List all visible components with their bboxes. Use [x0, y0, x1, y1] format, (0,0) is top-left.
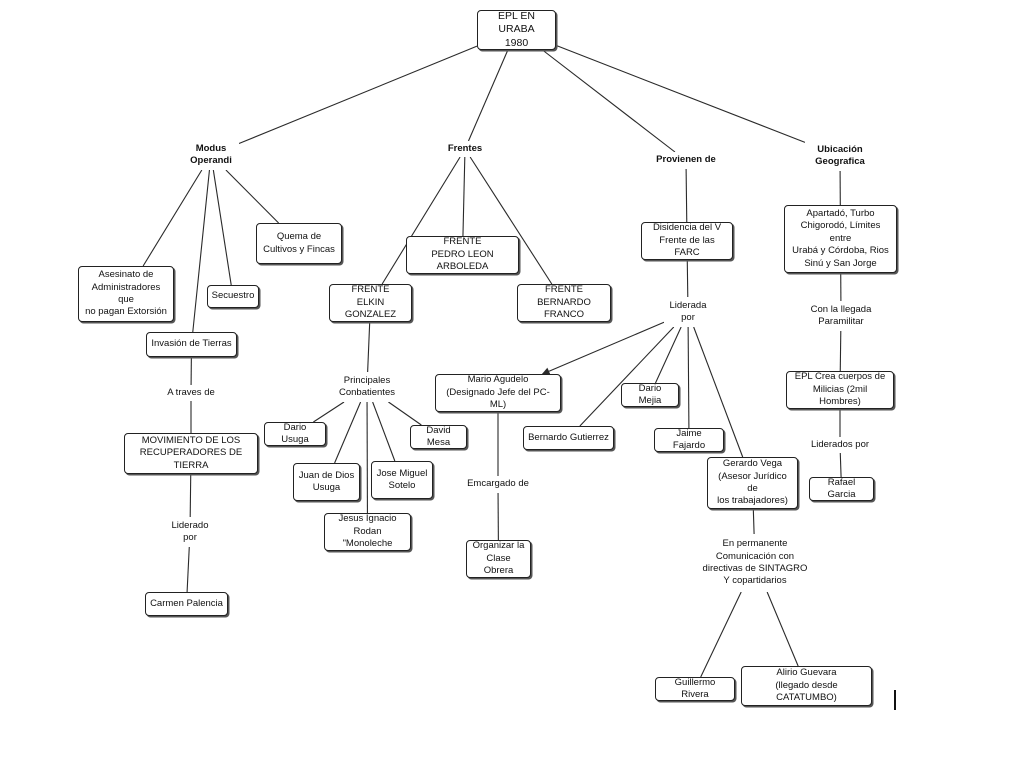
connector-en_permanente-alirio — [766, 591, 799, 667]
connector-provienen-disidencia — [685, 168, 688, 223]
connector-liderada_por-mario — [541, 321, 665, 375]
rafael-garcia-node: Rafael Garcia — [809, 477, 874, 501]
principales-combatientes-label: Principales Conbatientes — [335, 372, 399, 402]
frente-bernardo-franco-node: FRENTE BERNARDO FRANCO — [517, 284, 611, 322]
emcargado-de-label: Emcargado de — [462, 476, 534, 493]
epl-crea-milicias-node: EPL Crea cuerpos de Milicias (2mil Hombr… — [786, 371, 894, 409]
connector-frentes-frente_elkin — [381, 156, 461, 285]
juan-de-dios-usuga-node: Juan de Dios Usuga — [293, 463, 360, 501]
connector-principales-david_mesa — [388, 401, 422, 426]
frente-pedro-leon-arboleda-node: FRENTE PEDRO LEON ARBOLEDA — [406, 236, 519, 274]
connector-modus-secuestro — [212, 169, 232, 286]
connector-liderada_por-dario_mejia — [654, 326, 682, 384]
modus-operandi-label: Modus Operandi — [183, 140, 239, 170]
mario-agudelo-node: Mario Agudelo (Designado Jefe del PC-ML) — [435, 374, 561, 412]
connector-principales-jose_miguel — [372, 401, 396, 462]
connector-root-provienen — [542, 49, 676, 153]
en-permanente-comunicacion-label: En permanente Comunicación con directiva… — [699, 534, 811, 592]
connector-liderado_por-carmen — [186, 546, 190, 593]
connector-disidencia-liderada_por — [686, 259, 689, 298]
liderada-por-label: Liderada por — [664, 297, 712, 327]
david-mesa-node: David Mesa — [410, 425, 467, 449]
connector-frentes-frente_bernardo — [469, 156, 553, 285]
connector-gerardo-en_permanente — [752, 508, 755, 535]
bernardo-gutierrez-node: Bernardo Gutierrez — [523, 426, 614, 450]
connector-modus-invasion — [192, 169, 211, 333]
liderado-por-label: Liderado por — [165, 517, 215, 547]
dario-usuga-node: Dario Usuga — [264, 422, 326, 446]
jesus-ignacio-rodan-node: Jesus Ignacio Rodan "Monoleche — [324, 513, 411, 551]
ubicacion-geografica-label: Ubicación Geografica — [805, 141, 875, 171]
liderados-por-label: Liderados por — [805, 437, 875, 453]
text-cursor-mark — [894, 690, 896, 710]
secuestro-node: Secuestro — [207, 285, 259, 308]
gerardo-vega-node: Gerardo Vega (Asesor Jurídico de los tra… — [707, 457, 798, 509]
connector-liderada_por-jaime — [687, 326, 690, 429]
connector-root-ubicacion — [555, 44, 806, 143]
connector-liderada_por-bernardo_g — [579, 326, 675, 427]
quema-cultivos-node: Quema de Cultivos y Fincas — [256, 223, 342, 264]
asesinato-node: Asesinato de Administradores que no paga… — [78, 266, 174, 322]
connector-principales-juan_dios — [334, 401, 362, 464]
root-node: EPL EN URABA 1980 — [477, 10, 556, 50]
jaime-fajardo-node: Jaime Fajardo — [654, 428, 724, 452]
alirio-guevara-node: Alirio Guevara (llegado desde CATATUMBO) — [741, 666, 872, 706]
connector-principales-dario_usuga — [313, 401, 345, 423]
apartado-turbo-node: Apartadó, Turbo Chigorodó, Límites entre… — [784, 205, 897, 273]
connector-modus-asesinato — [142, 169, 203, 267]
jose-miguel-sotelo-node: Jose Miguel Sotelo — [371, 461, 433, 499]
connector-root-frentes — [467, 49, 509, 142]
carmen-palencia-node: Carmen Palencia — [145, 592, 228, 616]
connector-frentes-frente_pedro — [462, 156, 466, 237]
connector-root-modus — [238, 45, 478, 145]
connector-liderada_por-gerardo — [693, 326, 744, 458]
movimiento-recuperadores-node: MOVIMIENTO DE LOS RECUPERADORES DE TIERR… — [124, 433, 258, 474]
dario-mejia-node: Dario Mejia — [621, 383, 679, 407]
frentes-label: Frentes — [438, 141, 492, 157]
disidencia-farc-node: Disidencia del V Frente de las FARC — [641, 222, 733, 260]
connector-modus-quema — [225, 169, 280, 224]
connector-en_permanente-guillermo — [700, 591, 742, 678]
connector-con_llegada-epl_crea — [839, 330, 842, 372]
guillermo-rivera-node: Guillermo Rivera — [655, 677, 735, 701]
connector-liderados_por-rafael — [839, 452, 842, 478]
organizar-clase-obrera-node: Organizar la Clase Obrera — [466, 540, 531, 578]
connector-movimiento-liderado_por — [189, 473, 192, 518]
frente-elkin-gonzalez-node: FRENTE ELKIN GONZALEZ — [329, 284, 412, 322]
a-traves-de-label: A traves de — [160, 385, 222, 401]
provienen-de-label: Provienen de — [645, 152, 727, 169]
connector-frente_elkin-principales — [367, 321, 371, 373]
invasion-tierras-node: Invasión de Tierras — [146, 332, 237, 357]
con-la-llegada-paramilitar-label: Con la llegada Paramilitar — [803, 301, 879, 331]
